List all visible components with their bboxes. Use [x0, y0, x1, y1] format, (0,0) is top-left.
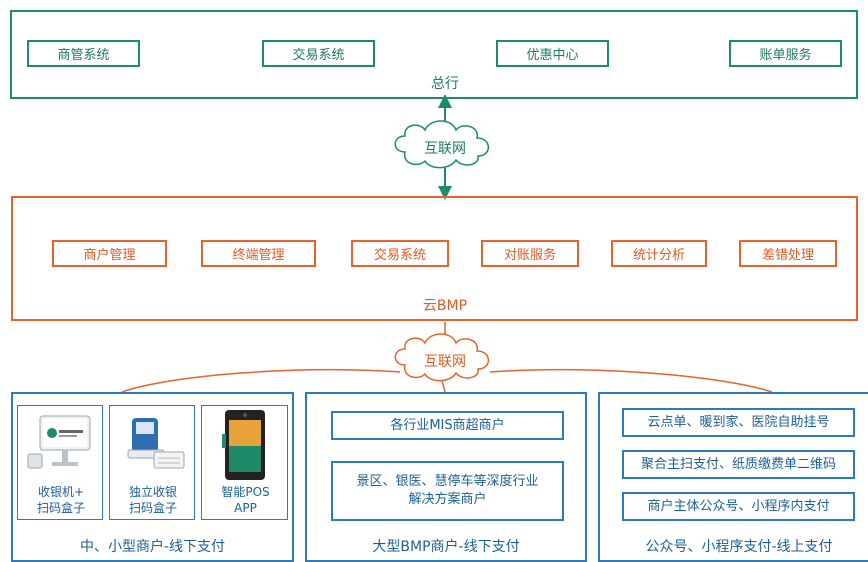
device-card-cashier[interactable]: 收银机+ 扫码盒子: [17, 405, 103, 520]
hq-module-merchant-mgmt[interactable]: 商管系统: [27, 40, 140, 67]
device-caption-pos: 智能POS APP: [221, 485, 270, 515]
cloud-bottom-shape: [394, 333, 490, 382]
hq-module-promotion[interactable]: 优惠中心: [496, 40, 609, 67]
bmp-label: 云BMP: [422, 298, 468, 314]
bmp-panel: [11, 196, 858, 321]
bmp-module-statistics[interactable]: 统计分析: [611, 240, 707, 267]
online-item-official-account[interactable]: 商户主体公众号、小程序内支付: [622, 492, 855, 521]
hq-module-billing[interactable]: 账单服务: [729, 40, 842, 67]
bmp-module-terminal-mgmt[interactable]: 终端管理: [201, 240, 316, 267]
cloud-bottom-label: 互联网: [424, 354, 466, 370]
link-small-merchants: [121, 369, 401, 393]
hq-label: 总行: [431, 76, 459, 92]
bmp-module-reconciliation[interactable]: 对账服务: [481, 240, 579, 267]
online-item-cloud-order[interactable]: 云点单、暖到家、医院自助挂号: [622, 408, 855, 437]
bmp-module-merchant-mgmt[interactable]: 商户管理: [52, 240, 167, 267]
device-caption-scanner: 独立收银 扫码盒子: [128, 485, 177, 515]
scanner-box-icon: [127, 418, 185, 469]
hq-module-transaction[interactable]: 交易系统: [262, 40, 375, 67]
small-merchant-label: 中、小型商户-线下支付: [79, 539, 226, 555]
cashier-machine-icon: [27, 415, 91, 469]
pos-terminal-icon: [222, 410, 265, 480]
device-caption-cashier: 收银机+ 扫码盒子: [36, 485, 85, 515]
device-card-scanner[interactable]: 独立收银 扫码盒子: [109, 405, 195, 520]
large-item-industry-solutions[interactable]: 景区、银医、慧停车等深度行业解决方案商户: [331, 461, 564, 521]
large-item-mis-retail[interactable]: 各行业MIS商超商户: [331, 411, 564, 440]
large-merchant-label: 大型BMP商户-线下支付: [372, 539, 520, 555]
cloud-top-label: 互联网: [424, 141, 466, 157]
hq-panel: [10, 10, 858, 99]
cloud-top-shape: [394, 120, 490, 169]
bmp-module-transaction[interactable]: 交易系统: [351, 240, 449, 267]
device-card-pos[interactable]: 智能POS APP: [201, 405, 288, 520]
bmp-module-error-handling[interactable]: 差错处理: [739, 240, 837, 267]
online-item-aggregated-scan[interactable]: 聚合主扫支付、纸质缴费单二维码: [622, 450, 855, 479]
online-payment-label: 公众号、小程序支付-线上支付: [645, 539, 833, 555]
link-online-merchants: [489, 369, 773, 393]
